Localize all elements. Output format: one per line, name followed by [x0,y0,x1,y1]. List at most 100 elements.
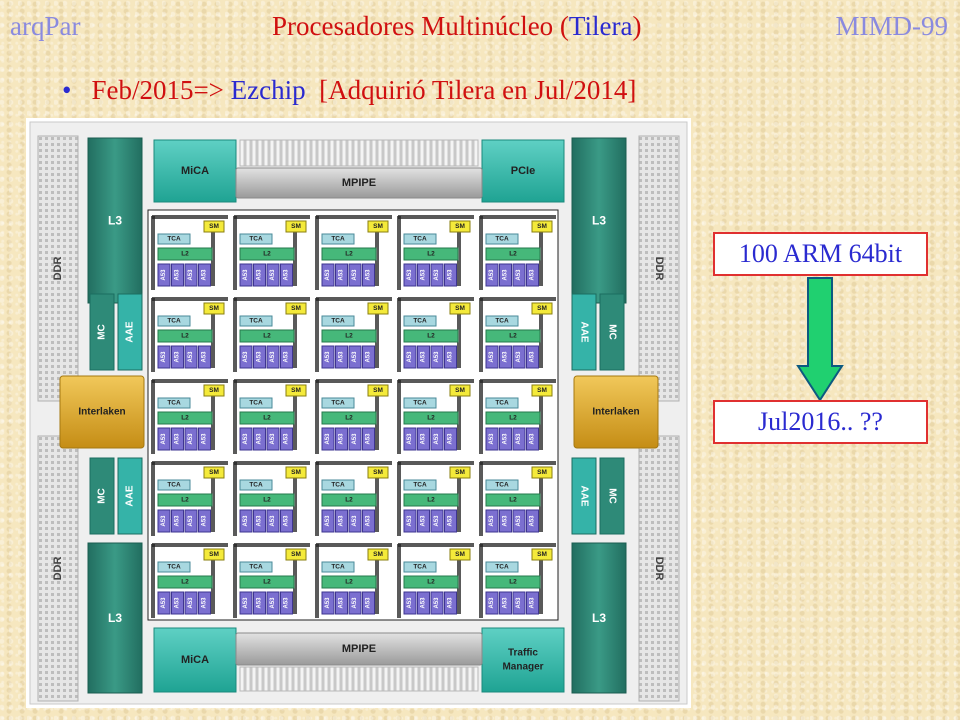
l2-label: L2 [263,579,271,586]
a53-label: A53 [530,433,536,445]
a53-label: A53 [257,433,263,445]
traffic-manager-block [481,627,565,693]
l2-block [239,247,295,261]
sm-switch [531,220,553,233]
tca-label: TCA [331,482,345,489]
l2-block [239,411,295,425]
l2-block [321,329,377,343]
sm-label: SM [455,551,465,558]
tca-label: TCA [495,400,509,407]
a53-core [512,509,526,533]
ddr-label: DDR [52,557,64,581]
a53-core [362,509,375,533]
a53-core [444,427,457,451]
l2-block [485,247,541,261]
tca-label: TCA [331,400,345,407]
a53-core [444,509,457,533]
a53-core [348,345,362,369]
interlaken-block [573,375,659,449]
ddr-strip [638,435,680,702]
a53-label: A53 [202,597,208,609]
a53-label: A53 [352,351,358,363]
a53-core [335,591,348,615]
a53-core [362,591,375,615]
tca-label: TCA [249,400,263,407]
sm-switch [367,220,389,233]
a53-label: A53 [325,269,331,281]
a53-core [239,591,253,615]
sm-label: SM [209,305,219,312]
sm-switch [367,548,389,561]
a53-core [526,263,539,287]
a53-core [430,263,444,287]
tca-block [239,397,273,409]
mpipe-top-label: MPIPE [342,177,376,189]
sm-switch [531,548,553,561]
a53-label: A53 [421,515,427,527]
mpipe-bottom-lanes [239,666,479,692]
tca-label: TCA [167,236,181,243]
a53-label: A53 [516,269,522,281]
mc-label: MC [97,488,108,504]
a53-core [321,591,335,615]
a53-core [444,263,457,287]
l2-label: L2 [263,415,271,422]
a53-core [348,427,362,451]
sm-label: SM [291,305,301,312]
sm-label: SM [373,305,383,312]
header-right-label: MIMD-99 [835,11,949,41]
sm-label: SM [537,469,547,476]
tca-block [157,315,191,327]
l2-block [403,493,459,507]
a53-core [266,345,280,369]
a53-label: A53 [257,597,263,609]
a53-label: A53 [516,433,522,445]
l2-label: L2 [509,579,517,586]
pcie-label: PCIe [511,165,535,177]
tca-label: TCA [495,564,509,571]
a53-label: A53 [257,515,263,527]
sm-label: SM [373,387,383,394]
a53-label: A53 [325,433,331,445]
a53-core [239,509,253,533]
a53-core [253,263,266,287]
a53-label: A53 [161,515,167,527]
aae-label: AAE [125,485,136,506]
a53-core [184,509,198,533]
l2-label: L2 [427,415,435,422]
tca-block [239,479,273,491]
a53-label: A53 [489,269,495,281]
l2-label: L2 [263,333,271,340]
a53-label: A53 [434,433,440,445]
interlaken-label: Interlaken [78,407,125,418]
a53-core [198,263,211,287]
interlaken-label: Interlaken [592,407,639,418]
ddr-strip [638,135,680,402]
a53-core [157,263,171,287]
a53-label: A53 [516,515,522,527]
a53-label: A53 [421,269,427,281]
a53-core [198,591,211,615]
mc-label: MC [97,324,108,340]
a53-label: A53 [503,597,509,609]
a53-label: A53 [175,597,181,609]
l3-block [87,542,143,694]
a53-label: A53 [407,433,413,445]
a53-label: A53 [352,269,358,281]
sm-label: SM [455,305,465,312]
mc-block [89,293,115,371]
tca-block [157,233,191,245]
a53-label: A53 [530,351,536,363]
l2-label: L2 [427,497,435,504]
a53-label: A53 [161,597,167,609]
a53-label: A53 [503,269,509,281]
a53-core [280,591,293,615]
a53-core [430,345,444,369]
sm-label: SM [291,387,301,394]
